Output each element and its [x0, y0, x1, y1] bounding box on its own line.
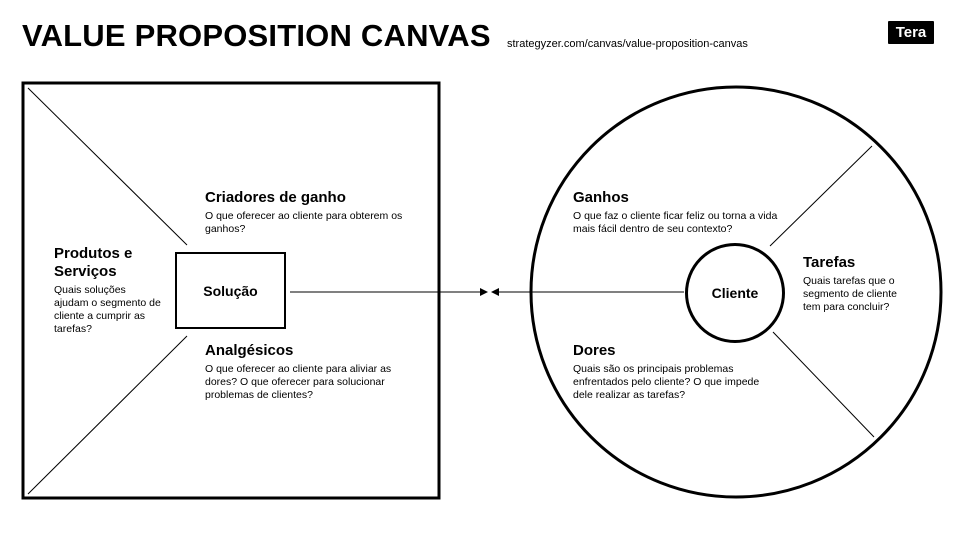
circle-lower-divider [772, 331, 875, 438]
gain-creators-description: O que oferecer ao cliente para obterem o… [205, 210, 403, 235]
gains-description: O que faz o cliente ficar feliz ou torna… [573, 210, 778, 235]
products-services-title: Produtos e Serviços [54, 245, 133, 280]
value-map-square [21, 81, 441, 500]
pains-section: Dores Quais são os principais problemas … [573, 342, 773, 402]
pains-description: Quais são os principais problemas enfren… [573, 363, 760, 401]
pain-relievers-section: Analgésicos O que oferecer ao cliente pa… [205, 342, 415, 402]
jobs-description: Quais tarefas que o segmento de cliente … [803, 275, 897, 313]
products-services-section: Produtos e Serviços Quais soluções ajuda… [54, 245, 162, 336]
page-title: VALUE PROPOSITION CANVAS [22, 18, 491, 53]
gain-creators-title: Criadores de ganho [205, 189, 346, 206]
square-upper-diagonal [27, 87, 188, 246]
circle-upper-divider [769, 145, 873, 247]
jobs-title: Tarefas [803, 254, 856, 271]
products-services-description: Quais soluções ajudam o segmento de clie… [54, 284, 161, 335]
pain-relievers-title: Analgésicos [205, 342, 294, 359]
solution-box: Solução [175, 252, 286, 329]
tera-logo: Tera [888, 21, 934, 44]
gains-title: Ganhos [573, 189, 629, 206]
pains-title: Dores [573, 342, 616, 359]
gain-creators-section: Criadores de ganho O que oferecer ao cli… [205, 189, 415, 236]
square-lower-diagonal [27, 335, 188, 495]
customer-circle: Cliente [685, 243, 785, 343]
jobs-section: Tarefas Quais tarefas que o segmento de … [803, 254, 899, 314]
pain-relievers-description: O que oferecer ao cliente para aliviar a… [205, 363, 392, 401]
gains-section: Ganhos O que faz o cliente ficar feliz o… [573, 189, 778, 236]
source-url: strategyzer.com/canvas/value-proposition… [507, 38, 748, 50]
